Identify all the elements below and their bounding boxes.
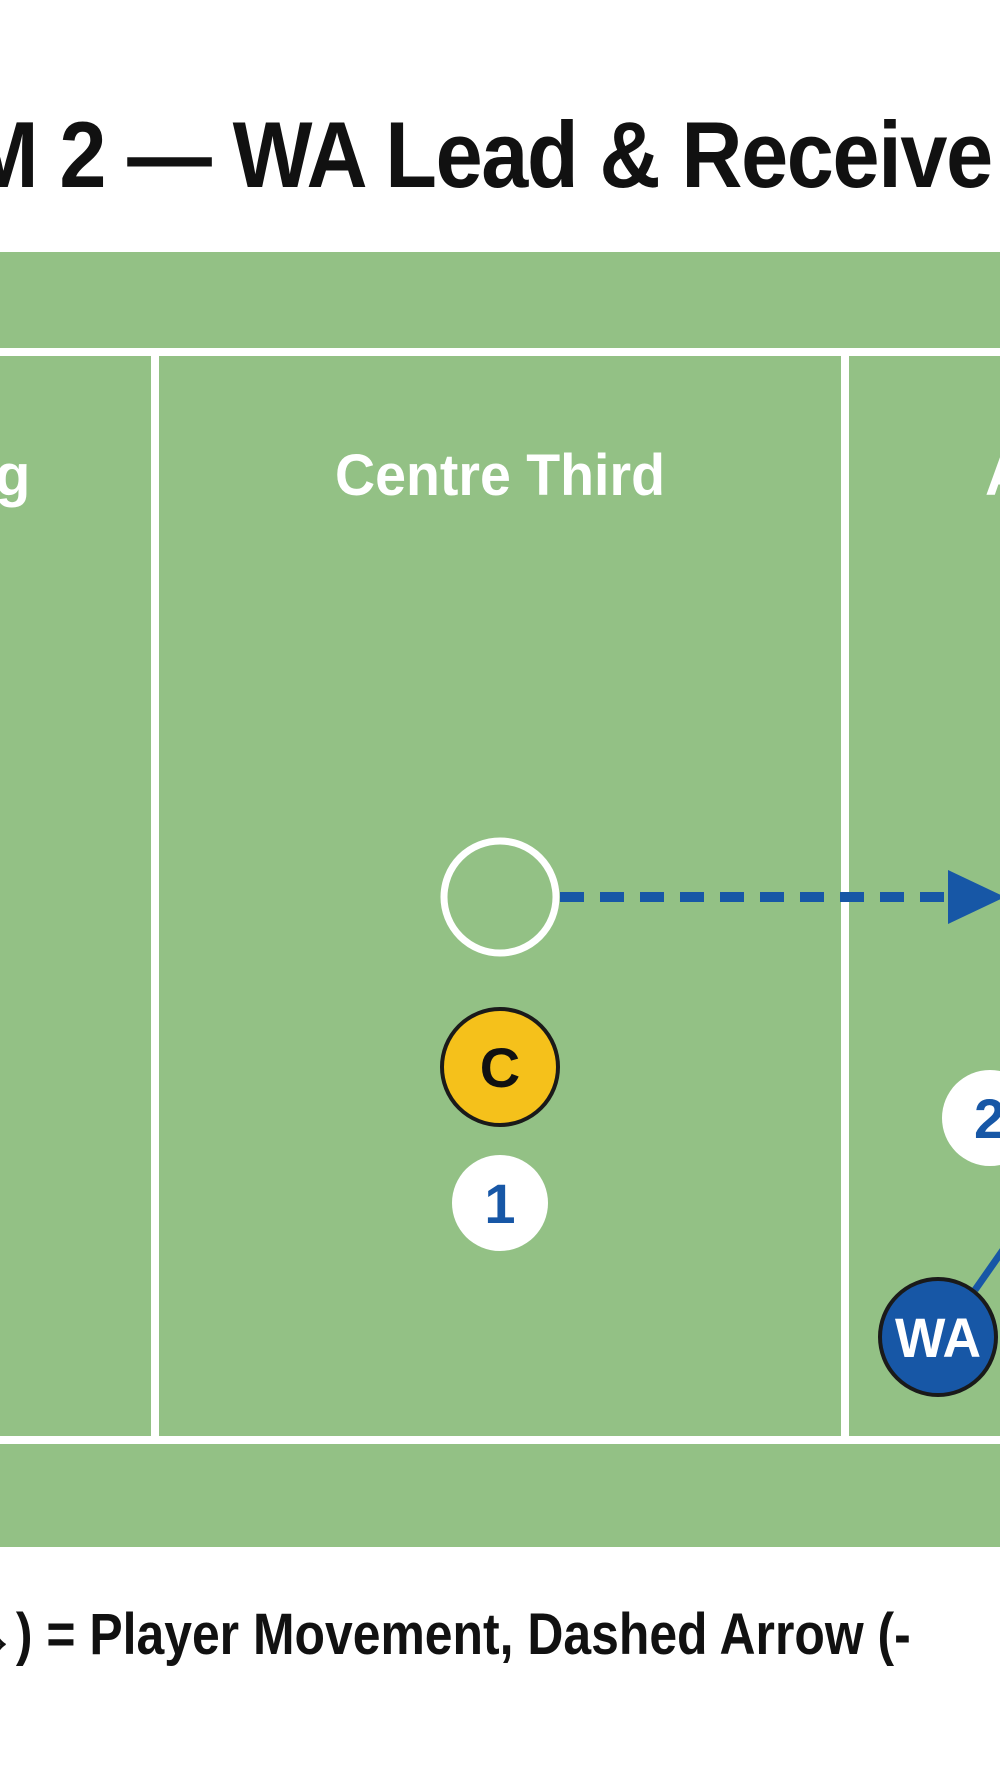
- left-zone-label: g: [0, 443, 30, 508]
- pass-arrowhead: [948, 870, 1000, 924]
- centre-player-label: C: [480, 1036, 520, 1099]
- centre-third-label: Centre Third: [335, 443, 665, 508]
- centre-player-token: C: [440, 1007, 560, 1127]
- legend-text: →) = Player Movement, Dashed Arrow (-: [0, 1602, 911, 1667]
- step-2-badge: 2: [942, 1070, 1000, 1166]
- step-1-label: 1: [484, 1172, 515, 1235]
- right-zone-label: A: [985, 443, 1000, 508]
- step-1-badge: 1: [452, 1155, 548, 1251]
- step-2-label: 2: [974, 1087, 1000, 1150]
- diagram-title: AM 2 — WA Lead & Receive: [0, 95, 1000, 215]
- wing-attack-player-token: WA: [878, 1277, 998, 1397]
- wing-attack-label: WA: [895, 1306, 981, 1369]
- title-text: AM 2 — WA Lead & Receive: [0, 102, 993, 207]
- court-surface: [0, 252, 1000, 1547]
- start-position-marker: [440, 837, 560, 957]
- wa-movement-line: [972, 1248, 1000, 1293]
- legend: →) = Player Movement, Dashed Arrow (-: [0, 1585, 1000, 1685]
